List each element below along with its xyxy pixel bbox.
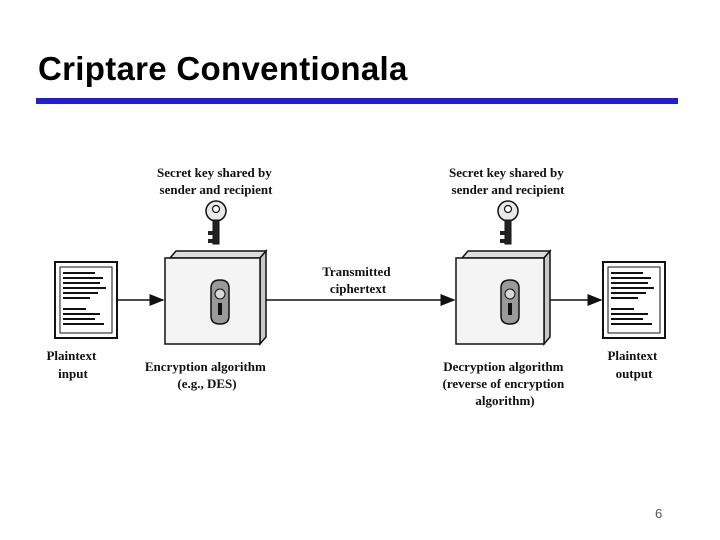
page-number: 6	[655, 506, 663, 521]
lock-icon	[210, 279, 230, 325]
decryption-label-line3: algorithm)	[475, 393, 534, 408]
encryption-label: Encryption algorithm (e.g., DES)	[145, 359, 269, 391]
page-title: Criptare Conventionala	[38, 50, 408, 87]
key-label-right-line1: Secret key shared by	[449, 165, 564, 180]
transmitted-label-line2: ciphertext	[330, 281, 387, 296]
document-icon	[54, 261, 118, 339]
key-label-left-line1: Secret key shared by	[157, 165, 272, 180]
key-icon	[205, 200, 227, 245]
plaintext-input-line1: Plaintext	[46, 348, 96, 363]
plaintext-output-line1: Plaintext	[607, 348, 657, 363]
decryption-box	[455, 248, 552, 347]
decryption-label-line2: (reverse of encryption	[442, 376, 565, 391]
encryption-label-line2: (e.g., DES)	[177, 376, 236, 391]
plaintext-output-label: Plaintext output	[607, 348, 660, 381]
document-icon	[602, 261, 666, 339]
encryption-label-line1: Encryption algorithm	[145, 359, 266, 374]
lock-icon	[500, 279, 520, 325]
key-icon	[497, 200, 519, 245]
title-underline	[36, 98, 678, 104]
transmitted-label-line1: Transmitted	[322, 264, 391, 279]
transmitted-label: Transmitted ciphertext	[322, 264, 394, 296]
key-label-right: Secret key shared by sender and recipien…	[449, 165, 567, 197]
plaintext-output-line2: output	[616, 366, 654, 381]
key-label-left: Secret key shared by sender and recipien…	[157, 165, 275, 197]
key-label-right-line2: sender and recipient	[452, 182, 566, 197]
key-label-left-line2: sender and recipient	[160, 182, 274, 197]
decryption-label-line1: Decryption algorithm	[443, 359, 563, 374]
decryption-label: Decryption algorithm (reverse of encrypt…	[442, 359, 567, 408]
plaintext-input-line2: input	[58, 366, 88, 381]
plaintext-input-label: Plaintext input	[46, 348, 99, 381]
